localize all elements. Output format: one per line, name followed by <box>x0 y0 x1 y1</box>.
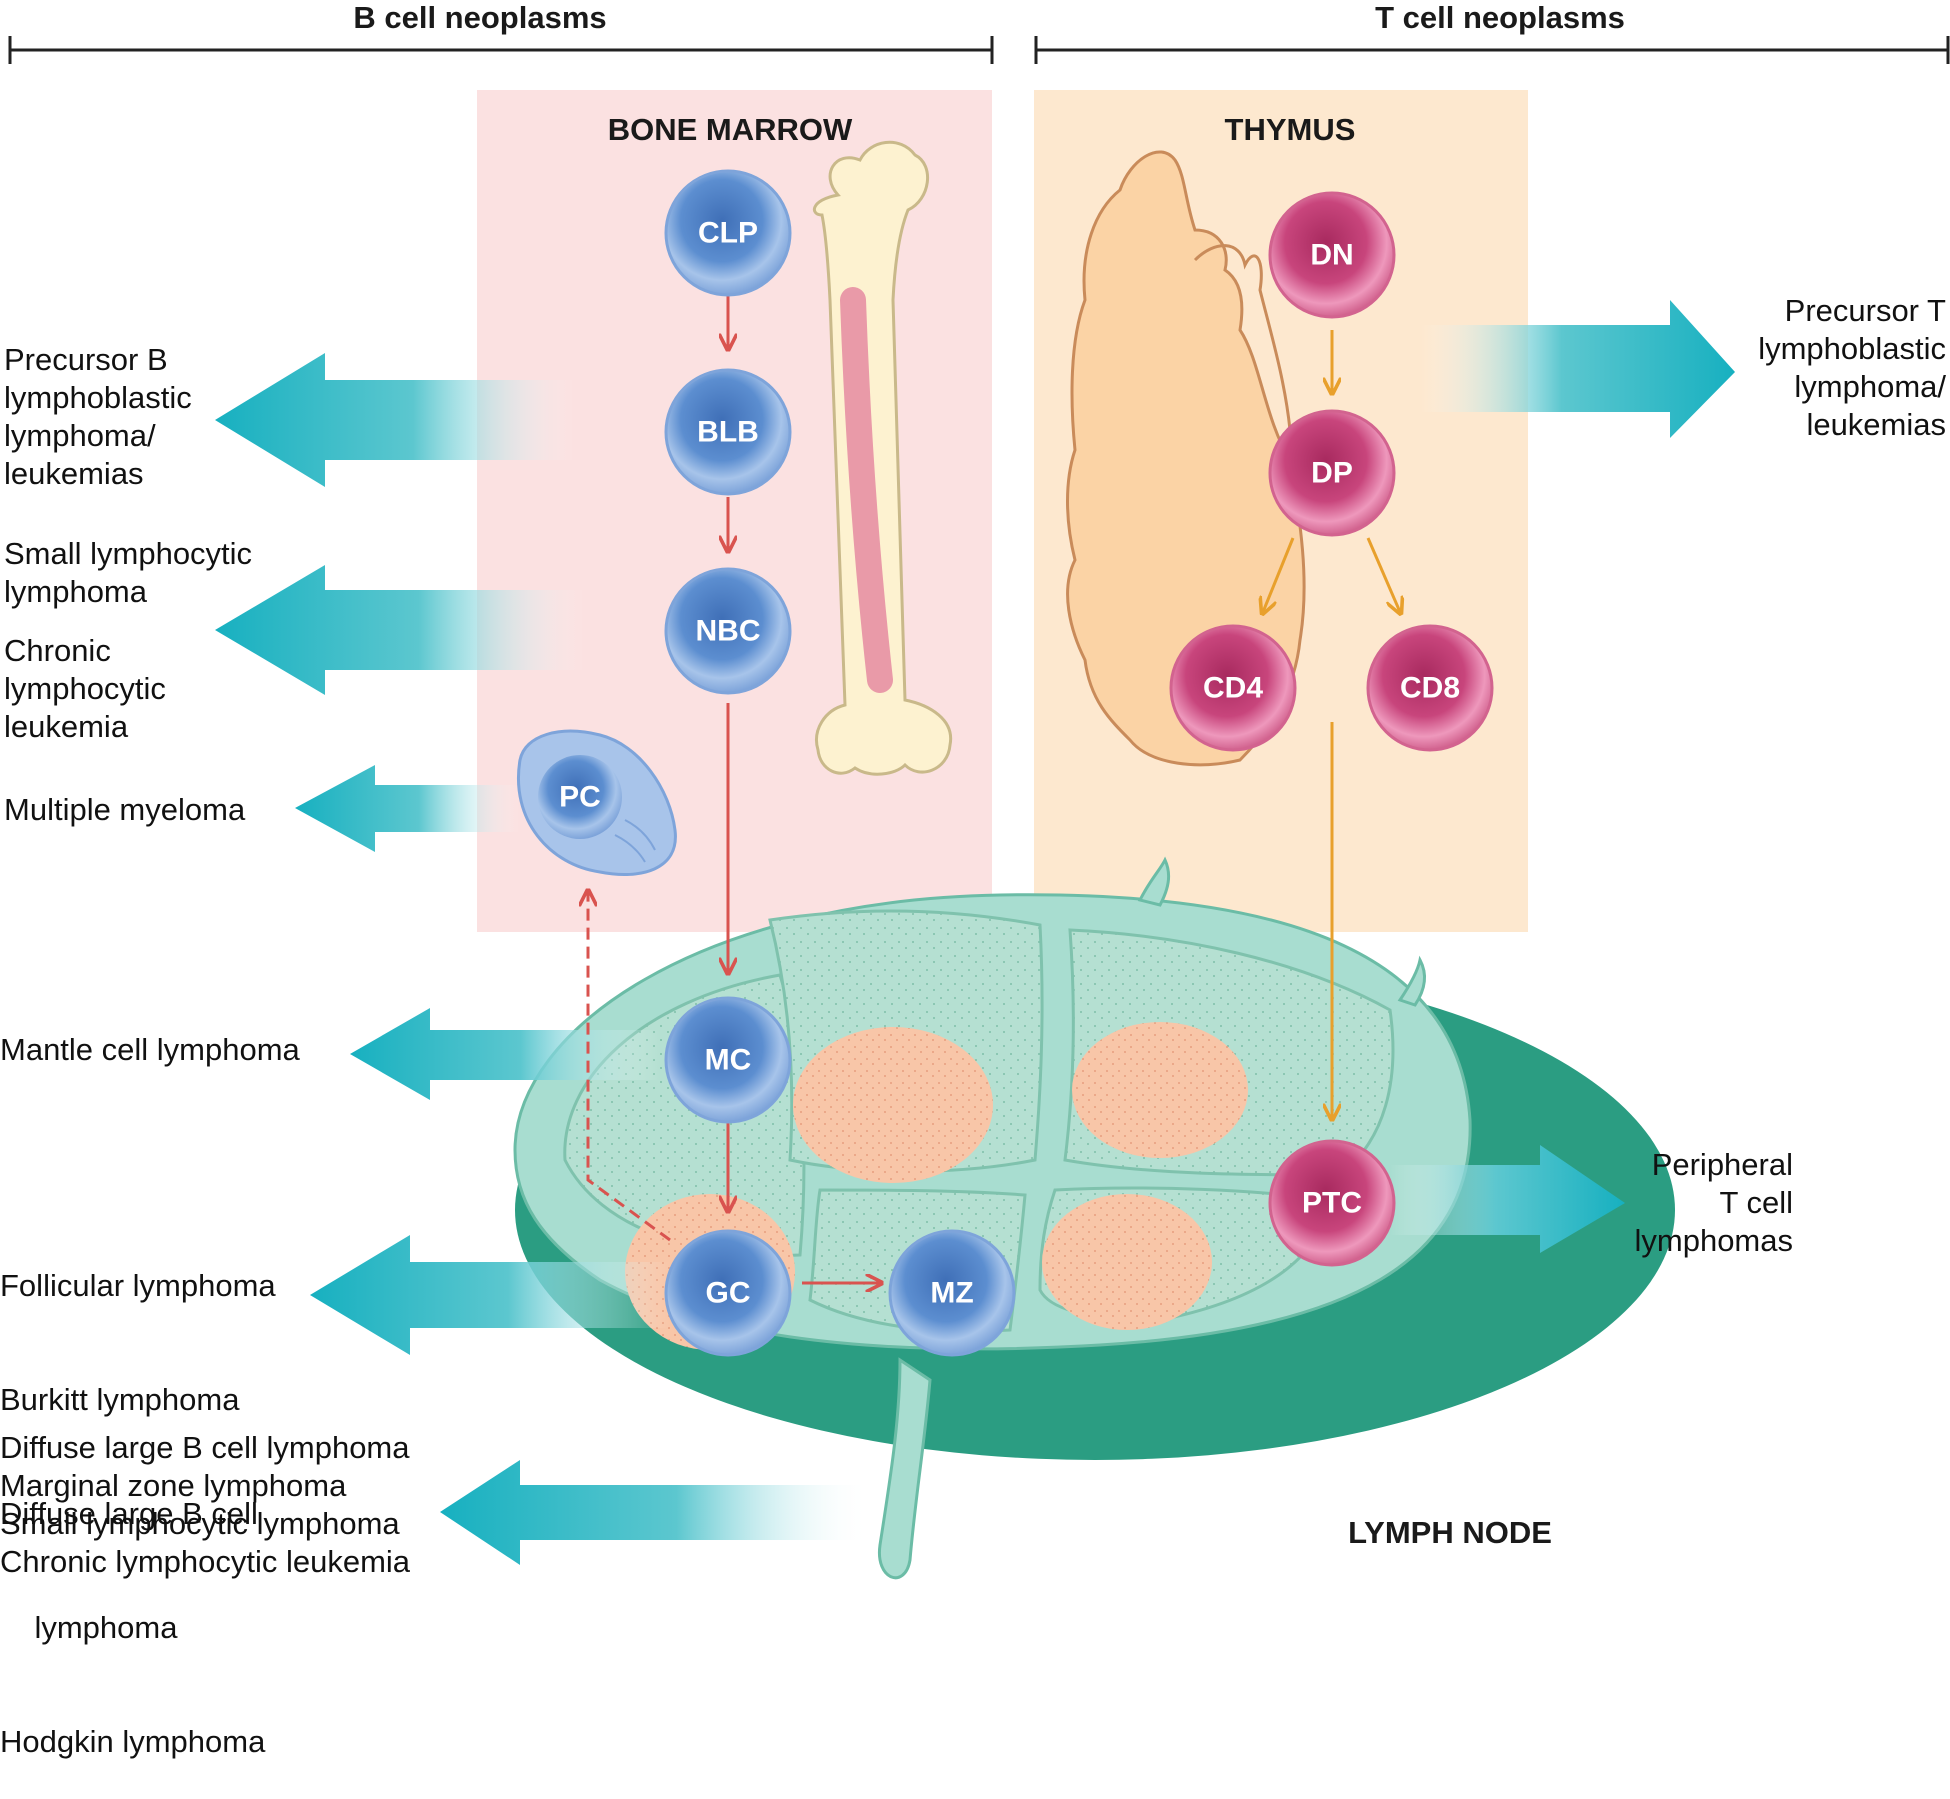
arrow-mantle-cell <box>350 1008 660 1100</box>
follicle-center-3 <box>1042 1194 1212 1330</box>
svg-text:PTC: PTC <box>1302 1187 1362 1220</box>
arrow-germinal-center <box>310 1235 670 1355</box>
thymus-label: THYMUS <box>1224 112 1356 147</box>
cell-nbc: NBC <box>664 567 792 695</box>
label-multiple-myeloma: Multiple myeloma <box>4 792 246 827</box>
cell-gc: GC <box>664 1229 792 1357</box>
cell-ptc: PTC <box>1268 1139 1396 1267</box>
cell-cd4: CD4 <box>1169 624 1297 752</box>
b-cell-neoplasms-header: B cell neoplasms <box>353 0 607 35</box>
cell-dn: DN <box>1268 191 1396 319</box>
b-cell-flow-arrows <box>588 292 880 1283</box>
svg-text:PC: PC <box>559 781 601 814</box>
follicle-center-1 <box>793 1027 993 1183</box>
arrow-peripheral-t <box>1390 1145 1625 1253</box>
bone-marrow-label: BONE MARROW <box>607 112 853 147</box>
t-cell-flow-arrows <box>1263 330 1400 1118</box>
lymph-node-label: LYMPH NODE <box>1348 1515 1552 1550</box>
cell-pc: PC <box>517 729 677 876</box>
t-cell-neoplasms-header: T cell neoplasms <box>1375 0 1625 35</box>
arrow-multiple-myeloma <box>295 765 520 852</box>
label-marginal-zone: Diffuse large B cell lymphoma Marginal z… <box>0 1430 411 1579</box>
svg-text:GC: GC <box>706 1277 751 1310</box>
svg-text:CLP: CLP <box>698 217 758 250</box>
svg-text:CD4: CD4 <box>1203 672 1263 705</box>
svg-text:CD8: CD8 <box>1400 672 1460 705</box>
cell-cd8: CD8 <box>1366 624 1494 752</box>
femur-bone-illustration <box>812 140 953 776</box>
svg-text:DN: DN <box>1310 239 1353 272</box>
cell-mc: MC <box>664 996 792 1124</box>
label-small-lymphocytic: Small lymphocytic lymphoma <box>4 536 253 609</box>
svg-text:MC: MC <box>705 1044 752 1077</box>
cell-blb: BLB <box>664 368 792 496</box>
cell-clp: CLP <box>664 169 792 297</box>
arrow-small-lymphocytic <box>215 565 585 695</box>
arrow-precursor-t <box>1420 300 1735 438</box>
t-cell-header-bar <box>1034 36 1950 64</box>
follicle-center-2 <box>1072 1022 1248 1158</box>
label-peripheral-t: Peripheral T cell lymphomas <box>1634 1147 1794 1258</box>
label-chronic-lymphocytic: Chronic lymphocytic leukemia <box>4 633 166 744</box>
lymphoid-neoplasm-diagram: CLP BLB NBC PC MC GC MZ DN DP CD4 CD <box>8 36 1950 1580</box>
cell-dp: DP <box>1268 409 1396 537</box>
cell-mz: MZ <box>888 1229 1016 1357</box>
svg-text:DP: DP <box>1311 457 1353 490</box>
arrow-marginal-zone <box>440 1460 870 1565</box>
svg-text:MZ: MZ <box>930 1277 973 1310</box>
label-mantle-cell: Mantle cell lymphoma <box>0 1032 300 1067</box>
svg-text:BLB: BLB <box>697 416 759 449</box>
arrow-precursor-b <box>215 353 575 487</box>
b-cell-header-bar <box>8 36 994 64</box>
svg-text:NBC: NBC <box>696 615 761 648</box>
label-precursor-b: Precursor B lymphoblastic lymphoma/ leuk… <box>4 342 192 491</box>
label-precursor-t: Precursor T lymphoblastic lymphoma/ leuk… <box>1758 293 1946 442</box>
